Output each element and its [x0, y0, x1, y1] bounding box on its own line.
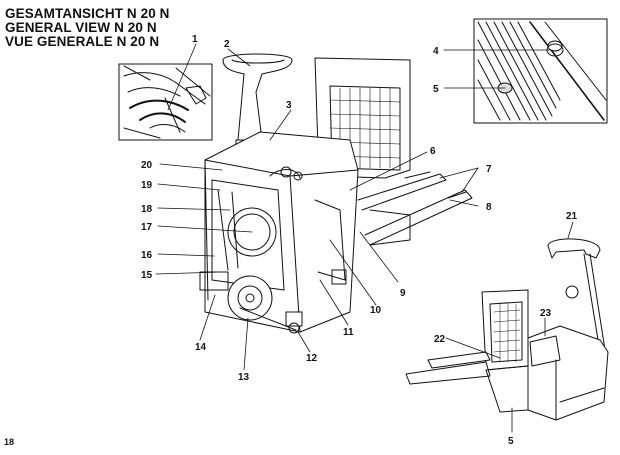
callout-17: 17	[141, 222, 153, 233]
callout-9: 9	[400, 288, 406, 299]
callout-1: 1	[192, 34, 198, 45]
leader-lines	[155, 43, 574, 433]
forks	[314, 171, 473, 281]
callout-12: 12	[306, 353, 318, 364]
page-number: 18	[4, 437, 15, 447]
inset-tiller-detail	[118, 63, 213, 141]
callout-2: 2	[224, 39, 230, 50]
callout-22: 22	[434, 334, 446, 345]
callout-10: 10	[370, 305, 382, 316]
callout-5: 5	[433, 84, 439, 95]
callout-3: 3	[286, 100, 292, 111]
callout-5-overview: 5	[508, 436, 514, 447]
callout-16: 16	[141, 250, 153, 261]
callout-4: 4	[433, 46, 439, 57]
callout-20: 20	[141, 160, 153, 171]
callout-11: 11	[343, 327, 354, 338]
callout-19: 19	[141, 180, 153, 191]
title-french: VUE GENERALE N 20 N	[5, 34, 160, 49]
callout-6: 6	[430, 146, 436, 157]
title-block: GESAMTANSICHT N 20 N GENERAL VIEW N 20 N…	[5, 7, 170, 49]
callout-8: 8	[486, 202, 492, 213]
callout-23: 23	[540, 308, 552, 319]
callout-18: 18	[141, 204, 153, 215]
callout-14: 14	[195, 342, 207, 353]
inset-switch-detail	[473, 18, 608, 124]
callout-13: 13	[238, 372, 250, 383]
overview-truck	[405, 238, 609, 421]
callout-15: 15	[141, 270, 153, 281]
callout-7: 7	[486, 164, 492, 175]
title-german: GESAMTANSICHT N 20 N	[5, 6, 170, 21]
title-english: GENERAL VIEW N 20 N	[5, 20, 157, 35]
callout-21: 21	[566, 211, 578, 222]
